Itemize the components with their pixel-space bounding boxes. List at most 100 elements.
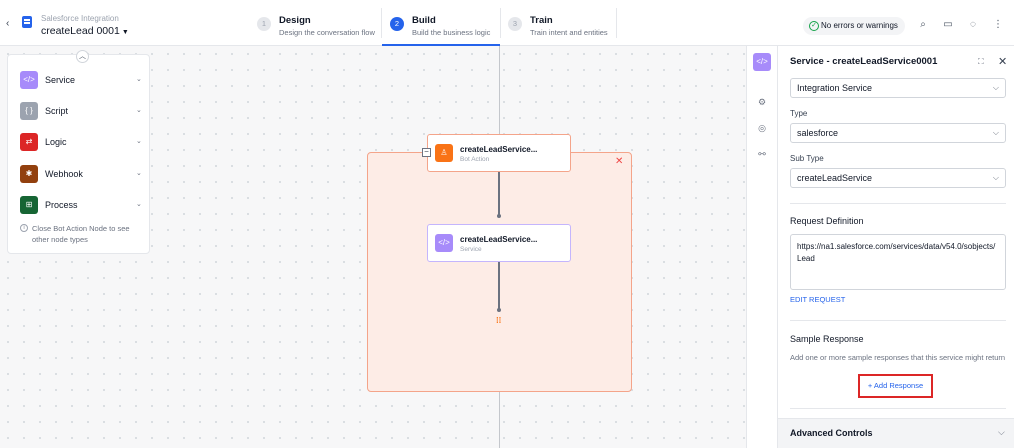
type-select[interactable]: salesforce ⌵ [790, 123, 1006, 143]
palette-note-text: Close Bot Action Node to see other node … [32, 224, 130, 244]
step-train[interactable]: 3 Train Train intent and entities [500, 0, 616, 46]
subtype-label: Sub Type [790, 154, 824, 163]
step-title: Build [412, 15, 436, 26]
project-subtitle: Salesforce Integration [41, 14, 119, 23]
sample-response-title: Sample Response [790, 334, 864, 344]
node-subtitle: Bot Action [460, 156, 490, 163]
step-number: 3 [508, 17, 522, 31]
palette-item-label: Service [45, 75, 76, 85]
chevron-down-icon: ⌵ [992, 173, 999, 182]
sample-response-description: Add one or more sample responses that th… [790, 353, 1006, 362]
status-badge[interactable]: ✓ No errors or warnings [803, 17, 905, 35]
chevron-down-icon: ⌄ [136, 201, 142, 208]
type-label: Type [790, 109, 808, 118]
braces-icon: { } [20, 102, 38, 120]
target-icon[interactable]: ◎ [758, 123, 766, 133]
add-node-icon[interactable]: ⁞⁞ [496, 316, 502, 325]
back-icon[interactable]: ‹ [6, 18, 10, 29]
link-icon[interactable]: ⚯ [758, 149, 766, 159]
node-palette: ︿ </> Service ⌄ { } Script ⌄ ⇄ Logic ⌄ ✱… [7, 50, 150, 254]
search-icon[interactable]: ⌕ [920, 19, 926, 30]
step-design[interactable]: 1 Design Design the conversation flow [249, 0, 381, 46]
step-divider [616, 8, 617, 38]
advanced-controls-title: Advanced Controls [790, 428, 873, 438]
palette-item-webhook[interactable]: ✱ Webhook ⌄ [20, 165, 142, 185]
close-group-icon[interactable]: ✕ [615, 156, 624, 167]
palette-note: i Close Bot Action Node to see other nod… [20, 223, 145, 245]
code-icon[interactable]: </> [753, 53, 771, 71]
code-icon: </> [20, 71, 38, 89]
flow-canvas[interactable]: ︿ </> Service ⌄ { } Script ⌄ ⇄ Logic ⌄ ✱… [0, 46, 746, 448]
caret-down-icon: ▼ [121, 29, 129, 36]
properties-panel: Service - createLeadService0001 ⛶ ✕ Inte… [778, 46, 1014, 448]
node-title: createLeadService... [460, 235, 538, 244]
step-number: 1 [257, 17, 271, 31]
step-divider [381, 8, 382, 38]
info-icon: i [20, 224, 28, 232]
advanced-controls-section[interactable]: Advanced Controls ⌵ [778, 418, 1014, 448]
step-title: Train [530, 15, 553, 26]
subtype-select[interactable]: createLeadService ⌵ [790, 168, 1006, 188]
request-definition-title: Request Definition [790, 216, 864, 226]
chevron-down-icon: ⌵ [992, 83, 999, 92]
close-icon[interactable]: ✕ [998, 56, 1008, 68]
more-icon[interactable]: ⋮ [993, 19, 1003, 30]
top-bar: ‹ Salesforce Integration createLead 0001… [0, 0, 1014, 46]
palette-item-label: Script [45, 106, 69, 116]
node-subtitle: Service [460, 246, 482, 253]
divider [790, 203, 1006, 204]
add-response-label: + Add Response [867, 381, 924, 390]
collapse-group-icon[interactable]: − [422, 148, 431, 157]
palette-item-label: Logic [45, 137, 67, 147]
divider [790, 408, 1006, 409]
panel-title: Service - createLeadService0001 [790, 56, 938, 67]
process-icon: ⊞ [20, 196, 38, 214]
chevron-up-icon[interactable]: ︿ [76, 50, 89, 63]
step-subtitle: Design the conversation flow [279, 28, 375, 37]
panel-side-rail: </> ⚙ ◎ ⚯ [746, 46, 778, 448]
connector-line [498, 172, 500, 216]
select-value: salesforce [797, 128, 839, 138]
project-title[interactable]: createLead 0001▼ [41, 25, 129, 37]
divider [790, 320, 1006, 321]
connector-line [498, 262, 500, 310]
chat-icon[interactable]: ▭ [943, 19, 953, 30]
service-node[interactable]: </> createLeadService... Service [427, 224, 571, 262]
select-value: Integration Service [797, 83, 873, 93]
palette-item-process[interactable]: ⊞ Process ⌄ [20, 196, 142, 216]
connector-dot [497, 308, 501, 312]
chevron-down-icon: ⌵ [998, 427, 1005, 437]
connector-dot [497, 214, 501, 218]
palette-item-label: Process [45, 200, 78, 210]
chevron-down-icon: ⌄ [136, 107, 142, 114]
expand-icon[interactable]: ⛶ [978, 57, 984, 66]
bot-action-node[interactable]: ♙ createLeadService... Bot Action [427, 134, 571, 172]
step-subtitle: Train intent and entities [530, 28, 608, 37]
chevron-down-icon: ⌵ [992, 128, 999, 137]
webhook-icon: ✱ [20, 165, 38, 183]
step-subtitle: Build the business logic [412, 28, 491, 37]
chevron-down-icon: ⌄ [136, 138, 142, 145]
service-category-select[interactable]: Integration Service ⌵ [790, 78, 1006, 98]
bot-action-icon: ♙ [435, 144, 453, 162]
add-response-button[interactable]: + Add Response [858, 374, 933, 398]
status-text: No errors or warnings [821, 21, 898, 30]
palette-item-label: Webhook [45, 169, 83, 179]
chevron-down-icon: ⌄ [136, 76, 142, 83]
step-divider [500, 8, 501, 38]
edit-request-link[interactable]: EDIT REQUEST [790, 295, 846, 304]
project-title-text: createLead 0001 [41, 25, 120, 37]
app-logo-icon [22, 16, 32, 28]
step-build[interactable]: 2 Build Build the business logic [382, 0, 500, 46]
palette-item-script[interactable]: { } Script ⌄ [20, 102, 142, 122]
help-icon[interactable]: ◌ [970, 19, 976, 30]
step-title: Design [279, 15, 311, 26]
gear-icon[interactable]: ⚙ [757, 97, 767, 107]
logic-icon: ⇄ [20, 133, 38, 151]
request-url-textarea[interactable]: https://na1.salesforce.com/services/data… [790, 234, 1006, 290]
select-value: createLeadService [797, 173, 873, 183]
palette-item-logic[interactable]: ⇄ Logic ⌄ [20, 133, 142, 153]
palette-item-service[interactable]: </> Service ⌄ [20, 71, 142, 91]
node-title: createLeadService... [460, 145, 538, 154]
step-number: 2 [390, 17, 404, 31]
